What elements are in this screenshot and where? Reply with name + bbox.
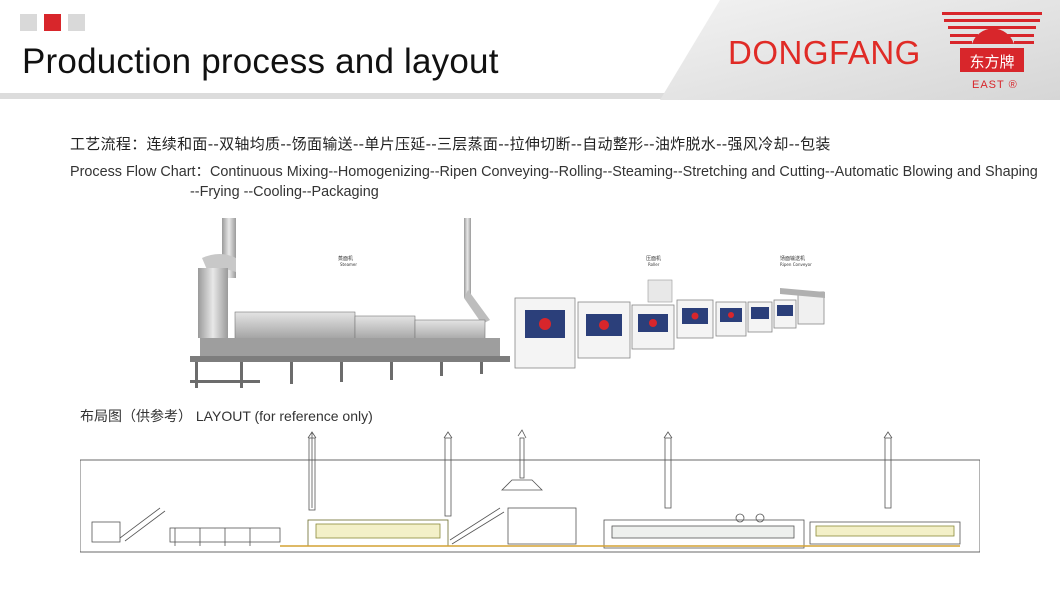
- red-square: [44, 14, 61, 31]
- layout-caption-en: LAYOUT (for reference only): [195, 408, 373, 424]
- decorative-squares: [20, 14, 85, 31]
- label-steamer-cn: 蒸面机: [338, 255, 353, 262]
- exhaust-stacks: [307, 429, 893, 517]
- gray-square: [20, 14, 37, 31]
- process-flow-en-line1: Process Flow Chart：Continuous Mixing--Ho…: [70, 164, 1038, 180]
- fryer-section: [190, 311, 510, 388]
- white-machines: [514, 279, 825, 369]
- logo-cn-text: 东方牌: [969, 53, 1014, 71]
- layout-caption-cn: 布局图（供参考）: [80, 409, 192, 425]
- registered-mark: ®: [1008, 79, 1018, 91]
- machine-labels: 蒸面机 Steamer 压面机 Roller 饧面输送机 Ripen Conve…: [338, 255, 812, 267]
- brand-name: DONGFANG: [728, 34, 921, 71]
- header: Production process and layout DONGFANG: [0, 0, 1060, 100]
- label-steamer-en: Steamer: [340, 262, 357, 267]
- production-line-photo: 蒸面机 Steamer 压面机 Roller 饧面输送机 Ripen Conve…: [190, 218, 825, 388]
- dongfang-logo: 东方牌: [942, 12, 1042, 72]
- logo-east-text: EAST ®: [972, 79, 1018, 91]
- process-flow-en-line2: --Frying --Cooling--Packaging: [190, 184, 379, 200]
- page-title: Production process and layout: [22, 42, 499, 81]
- gray-square: [68, 14, 85, 31]
- label-roller-en: Roller: [648, 262, 660, 267]
- label-roller-cn: 压面机: [646, 255, 661, 262]
- header-divider: [0, 93, 700, 99]
- equipment-outlines: [91, 507, 961, 549]
- layout-caption: 布局图（供参考） LAYOUT (for reference only): [80, 406, 373, 426]
- layout-drawing: [80, 429, 980, 553]
- label-conveyor-cn: 饧面输送机: [780, 255, 805, 262]
- exhaust-ducts: [198, 218, 490, 338]
- label-conveyor-en: Ripen Conveyor: [780, 262, 812, 267]
- process-flow-cn: 工艺流程：连续和面--双轴均质--饧面输送--单片压延--三层蒸面--拉伸切断-…: [70, 135, 831, 153]
- logo-panel-background: [660, 0, 1060, 100]
